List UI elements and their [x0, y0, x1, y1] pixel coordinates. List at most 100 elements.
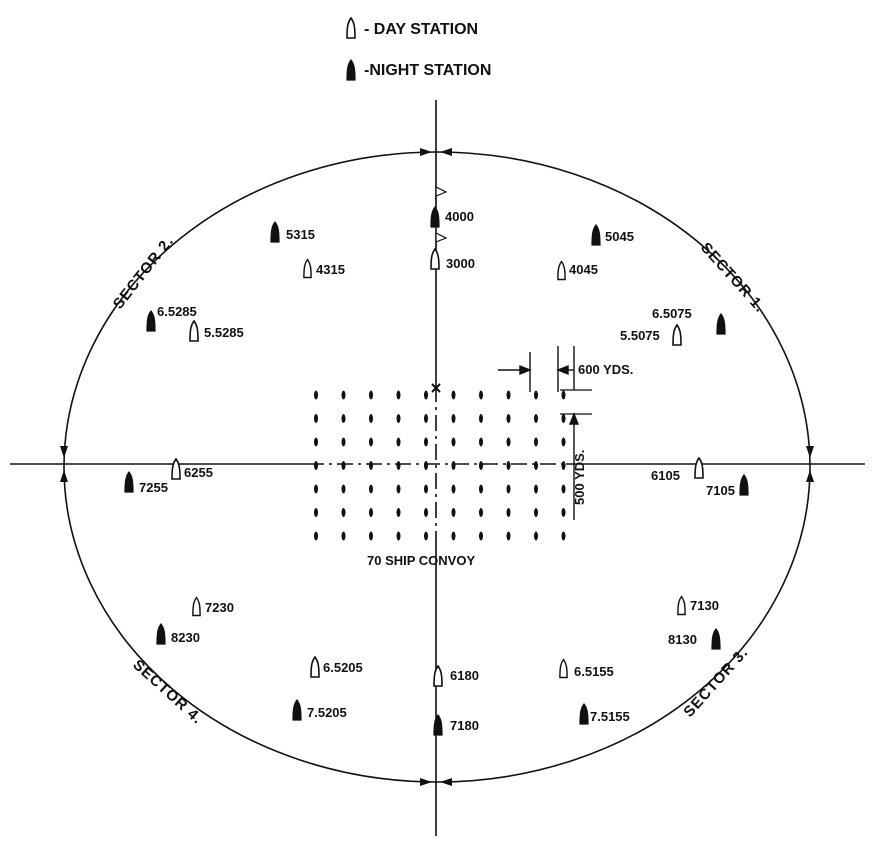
day-station-icon: [346, 17, 356, 39]
station-label: 6.5155: [574, 664, 614, 679]
convoy-ship: [369, 461, 373, 470]
convoy-ship: [561, 437, 566, 447]
convoy-ship: [341, 508, 346, 517]
convoy-ship: [369, 437, 373, 447]
convoy-ship: [561, 461, 566, 470]
night-station-icon: [146, 310, 156, 332]
station-label: 6255: [184, 465, 213, 480]
day-station-icon: [310, 656, 320, 678]
day-station-icon: [677, 595, 686, 616]
station-4045: 4045: [557, 260, 598, 281]
station-label: 4045: [569, 262, 598, 277]
night-station-icon: [739, 474, 749, 496]
convoy-ship: [534, 461, 538, 470]
axes: [10, 100, 865, 836]
convoy-ship: [534, 414, 538, 423]
convoy-ship: [396, 390, 401, 400]
convoy-ship: [451, 461, 456, 470]
convoy-ship: [506, 414, 511, 423]
convoy-ship: [369, 508, 373, 517]
station-label: 7105: [706, 483, 735, 498]
convoy-ship: [396, 531, 401, 541]
day-station-icon: [694, 457, 704, 479]
station-3000: 3000: [430, 232, 475, 271]
perimeter-arrows: [60, 148, 814, 786]
convoy-ship: [451, 531, 456, 541]
convoy-ship: [341, 390, 346, 400]
station-label: 7.5205: [307, 705, 347, 720]
station-7230: 7230: [192, 596, 234, 617]
convoy-ship: [341, 461, 346, 470]
convoy-ship: [396, 414, 401, 423]
station-label: 7180: [450, 718, 479, 733]
pennant-icon: [435, 232, 448, 243]
convoy-ship: [424, 531, 428, 541]
convoy-center-marker: [431, 383, 441, 393]
arrow-left-top: [60, 446, 68, 458]
arrow-bottom-right: [440, 778, 452, 786]
station-5-5285: 5.5285: [189, 320, 244, 342]
station-6-5155: 6.5155: [559, 658, 614, 679]
convoy-ship: [506, 390, 511, 400]
convoy-ship: [424, 414, 428, 423]
convoy-ship: [341, 414, 346, 423]
arrow-right-top: [806, 446, 814, 458]
convoy-ship: [506, 461, 511, 470]
arrow-left-bottom: [60, 470, 68, 482]
station-label: 7255: [139, 480, 168, 495]
day-station-icon: [672, 324, 682, 346]
day-station-icon: [189, 320, 199, 342]
sector-1-label: SECTOR 1.: [697, 239, 768, 316]
station-label: 5.5285: [204, 325, 244, 340]
station-6-5075: 6.5075: [652, 306, 726, 335]
night-station-icon: [270, 221, 280, 243]
station-5-5075: 5.5075: [620, 324, 682, 346]
night-station-icon: [716, 313, 726, 335]
station-label: 7.5155: [590, 709, 630, 724]
day-station-icon: [557, 260, 566, 281]
convoy-ship: [424, 437, 428, 447]
convoy-ship: [506, 484, 511, 494]
legend: - DAY STATION -NIGHT STATION: [346, 17, 491, 81]
station-label: 6.5205: [323, 660, 363, 675]
convoy-ship: [451, 484, 456, 494]
convoy-ship: [369, 390, 373, 400]
escort-stations: 4000 3000 5315 4315 5045 4045 6.5285: [124, 186, 749, 736]
sector-4-label: SECTOR 4.: [129, 656, 206, 727]
convoy-ship: [506, 531, 511, 541]
convoy-ship: [534, 531, 538, 541]
convoy-ship: [341, 437, 346, 447]
convoy-ship: [341, 531, 346, 541]
night-station-icon: [124, 471, 134, 493]
night-station-icon: [579, 703, 589, 725]
convoy-ship: [451, 437, 456, 447]
convoy-ship: [314, 531, 318, 541]
station-label: 8230: [171, 630, 200, 645]
station-label: 5.5075: [620, 328, 660, 343]
station-label: 7230: [205, 600, 234, 615]
sector-3-label: SECTOR 3.: [680, 644, 751, 721]
convoy-ship: [314, 508, 318, 517]
night-station-icon: [591, 224, 601, 246]
convoy-ship: [534, 390, 538, 400]
station-4000: 4000: [430, 186, 474, 228]
station-label: 5315: [286, 227, 315, 242]
station-label: 8130: [668, 632, 697, 647]
convoy-ship: [424, 390, 428, 400]
station-6-5285: 6.5285: [146, 304, 197, 332]
night-station-icon: [292, 699, 302, 721]
station-5045: 5045: [591, 224, 634, 246]
convoy-ship: [451, 390, 456, 400]
screen-perimeter-ellipse: [63, 151, 811, 783]
dimension-500-label: 500 YDS.: [572, 450, 587, 505]
station-label: 4315: [316, 262, 345, 277]
station-8130: 8130: [668, 628, 721, 650]
sector-2-label: SECTOR 2.: [110, 233, 178, 313]
convoy-ship: [341, 484, 346, 494]
convoy-ship: [506, 437, 511, 447]
station-label: 7130: [690, 598, 719, 613]
convoy-ship: [561, 414, 566, 423]
arrow-right-bottom: [806, 470, 814, 482]
convoy-ship: [424, 508, 428, 517]
